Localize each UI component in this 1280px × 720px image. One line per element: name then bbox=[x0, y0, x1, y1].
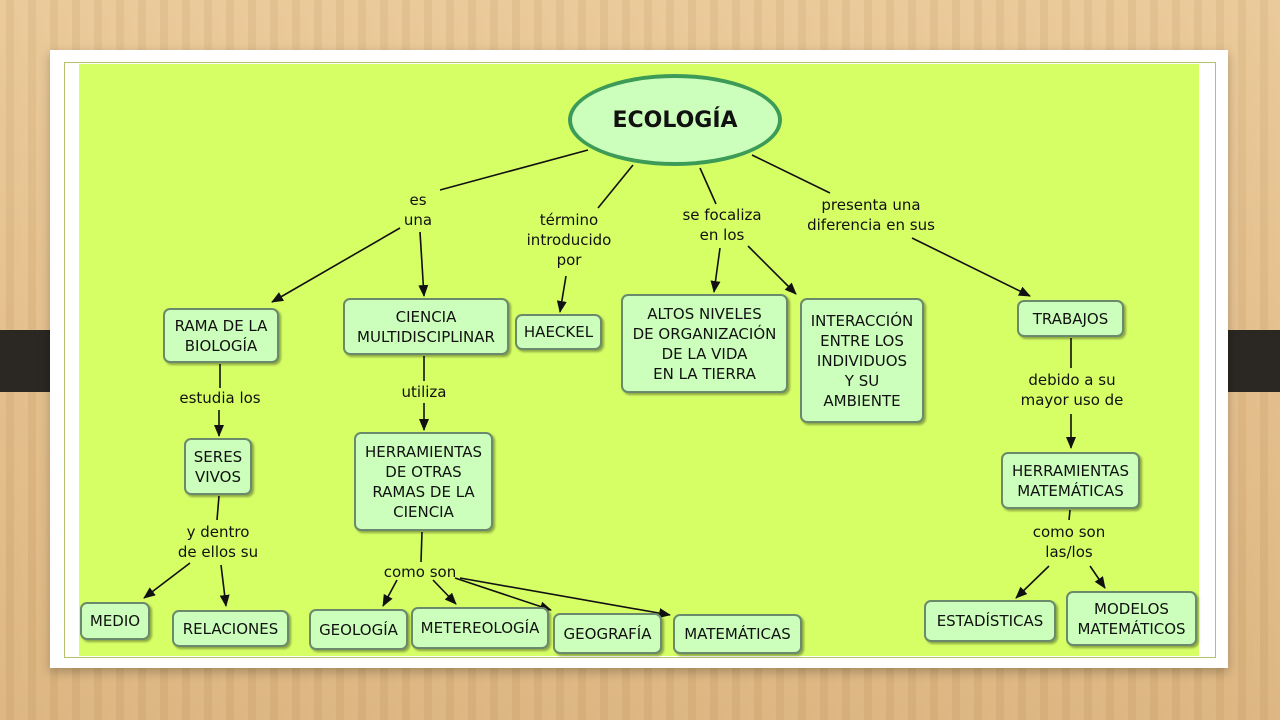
node-rama-biologia: RAMA DE LA BIOLOGÍA bbox=[163, 308, 279, 363]
node-seres-vivos: SERES VIVOS bbox=[184, 438, 252, 495]
arrow-dentro-relaciones bbox=[219, 564, 230, 607]
line-root-termino bbox=[597, 164, 634, 209]
arrow-dentro-medio bbox=[143, 562, 191, 599]
link-label-debido: debido a su mayor uso de bbox=[1020, 371, 1124, 409]
node-metereologia: METEREOLOGÍA bbox=[411, 607, 549, 649]
node-geografia: GEOGRAFÍA bbox=[553, 613, 662, 654]
arrow-como-son-geografia bbox=[454, 577, 552, 612]
node-relaciones: RELACIONES bbox=[172, 610, 289, 647]
node-altos-niveles: ALTOS NIVELES DE ORGANIZACIÓN DE LA VIDA… bbox=[621, 294, 788, 393]
node-trabajos: TRABAJOS bbox=[1017, 300, 1124, 337]
node-matematicas: MATEMÁTICAS bbox=[673, 614, 802, 654]
link-label-como-son-2: como son las/los bbox=[1032, 523, 1106, 561]
arrow-es-una-rama bbox=[271, 227, 401, 303]
arrow-como-son-modelos bbox=[1089, 565, 1106, 589]
link-label-utiliza: utiliza bbox=[401, 383, 447, 401]
arrow-es-una-ciencia bbox=[418, 231, 429, 297]
arrow-como-son-matematicas bbox=[459, 577, 671, 619]
node-herramientas-otras-ramas: HERRAMIENTAS DE OTRAS RAMAS DE LA CIENCI… bbox=[354, 432, 493, 531]
line-root-es-una bbox=[439, 149, 589, 191]
line-root-presenta bbox=[751, 154, 831, 194]
arrow-termino-haeckel bbox=[556, 275, 567, 313]
node-interaccion: INTERACCIÓN ENTRE LOS INDIVIDUOS Y SU AM… bbox=[800, 298, 924, 423]
link-label-estudia: estudia los bbox=[179, 389, 261, 407]
line-herr-mat-como-son bbox=[1068, 509, 1071, 521]
root-node-ecologia: ECOLOGÍA bbox=[568, 74, 782, 166]
node-ciencia-multidisciplinar: CIENCIA MULTIDISCIPLINAR bbox=[343, 298, 509, 355]
link-label-focaliza: se focaliza en los bbox=[682, 206, 762, 244]
arrow-focaliza-altos bbox=[710, 247, 721, 293]
slide-frame bbox=[64, 62, 1216, 658]
node-geologia: GEOLOGÍA bbox=[309, 609, 408, 650]
arrow-como-son-geologia bbox=[382, 579, 398, 607]
arrow-como-son-estadisticas bbox=[1015, 565, 1050, 599]
node-herramientas-matematicas: HERRAMIENTAS MATEMÁTICAS bbox=[1001, 452, 1140, 509]
line-root-focaliza bbox=[699, 167, 717, 205]
arrow-focaliza-interaccion bbox=[747, 245, 797, 295]
node-haeckel: HAECKEL bbox=[515, 314, 602, 350]
arrow-presenta-trabajos bbox=[911, 237, 1031, 297]
link-label-dentro: y dentro de ellos su bbox=[177, 523, 259, 561]
link-label-presenta: presenta una diferencia en sus bbox=[807, 196, 935, 234]
node-estadisticas: ESTADÍSTICAS bbox=[924, 600, 1056, 642]
link-label-termino: término introducido por bbox=[526, 211, 612, 269]
node-modelos-matematicos: MODELOS MATEMÁTICOS bbox=[1066, 591, 1197, 646]
arrow-como-son-metereologia bbox=[432, 579, 457, 605]
link-label-es-una: es una bbox=[403, 191, 433, 229]
line-herramientas-como-son bbox=[420, 531, 423, 563]
line-seres-dentro bbox=[216, 495, 220, 521]
node-medio: MEDIO bbox=[80, 602, 150, 640]
link-label-como-son-1: como son bbox=[383, 563, 457, 581]
